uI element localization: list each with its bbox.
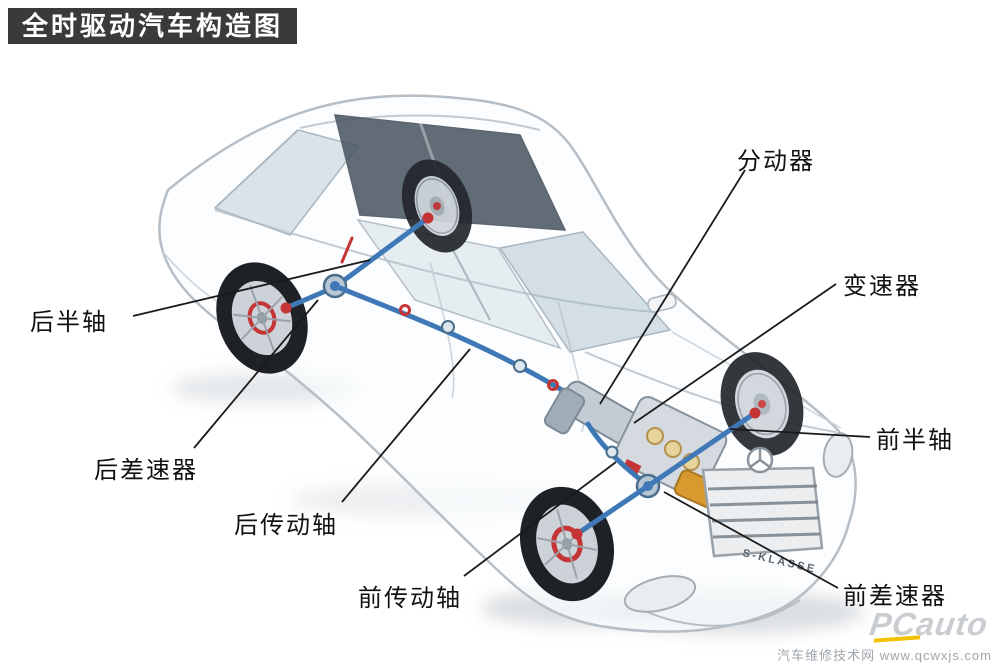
front-fascia: S-KLASSE xyxy=(623,432,854,613)
leader-rear-half-shaft xyxy=(132,259,371,317)
site-name: 汽车维修技术网 xyxy=(777,648,876,663)
leader-lines xyxy=(132,169,871,589)
part-label-rear-drive-shaft: 后传动轴 xyxy=(234,512,338,539)
leader-front-differential xyxy=(663,491,839,589)
part-label-transfer-case: 分动器 xyxy=(737,148,815,175)
windshield xyxy=(498,231,672,353)
part-label-rear-differential: 后差速器 xyxy=(94,457,198,484)
leader-rear-drive-shaft xyxy=(341,348,471,503)
transfer-case xyxy=(543,387,586,435)
part-label-front-half-shaft: 前半轴 xyxy=(876,427,954,454)
pcauto-logo-text: PCauto xyxy=(867,606,991,642)
part-label-rear-half-shaft: 后半轴 xyxy=(30,309,108,336)
leader-rear-differential xyxy=(193,299,319,449)
part-label-front-differential: 前差速器 xyxy=(843,583,947,610)
wheel-rear-far xyxy=(401,159,473,253)
part-label-transmission: 变速器 xyxy=(843,273,921,300)
page-title: 全时驱动汽车构造图 xyxy=(8,8,298,44)
front-grille xyxy=(701,466,824,558)
mercedes-star-icon xyxy=(746,446,774,474)
part-label-front-drive-shaft: 前传动轴 xyxy=(358,585,462,612)
leader-transmission xyxy=(633,283,837,424)
leader-front-drive-shaft xyxy=(463,461,617,577)
pcauto-logo: PCauto xyxy=(867,606,991,643)
headlight-near xyxy=(623,575,697,613)
site-url: www.qcwxjs.com xyxy=(879,648,992,663)
wheel-rear-near xyxy=(216,262,308,374)
drivetrain xyxy=(280,212,761,540)
leader-transfer-case xyxy=(599,169,746,405)
front-drive-shaft xyxy=(585,421,644,483)
rear-drive-shaft xyxy=(332,283,586,406)
front-half-shafts xyxy=(571,407,761,540)
headlight-far xyxy=(822,432,854,478)
site-watermark: 汽车维修技术网 www.qcwxjs.com xyxy=(777,645,992,664)
leader-front-half-shaft xyxy=(729,428,871,438)
